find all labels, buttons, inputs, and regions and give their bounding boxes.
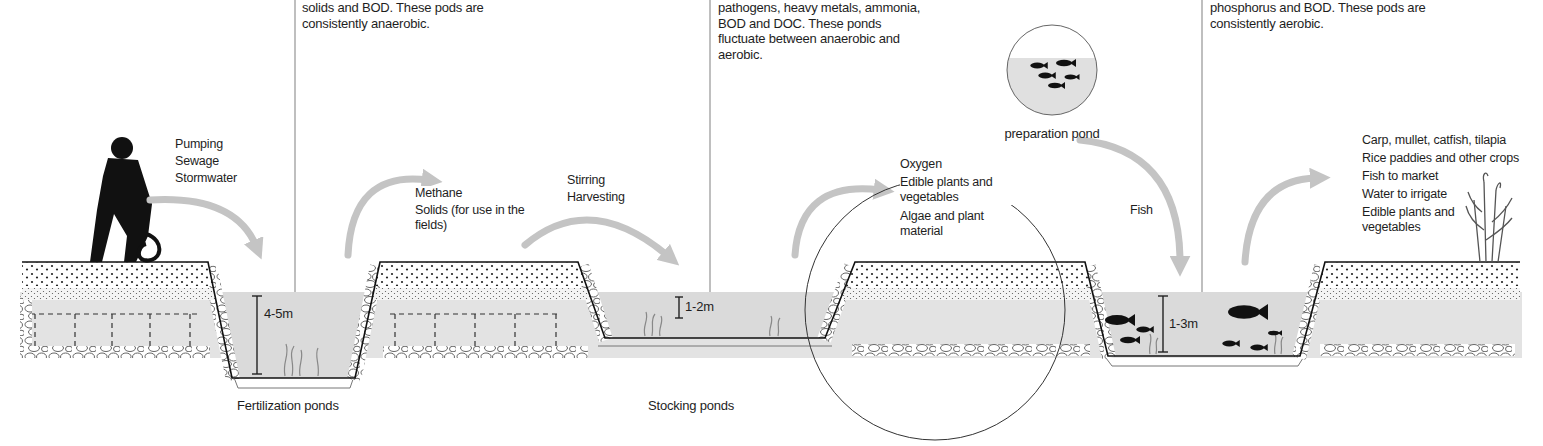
flow-arrows — [525, 220, 668, 256]
water-plants — [1275, 334, 1283, 354]
input-label: Pumping — [175, 137, 223, 152]
rock-bands — [852, 344, 1090, 356]
product-label: Water to irrigate — [1362, 187, 1447, 202]
product-label: Fish to market — [1362, 169, 1438, 184]
fish-symbols — [1105, 314, 1135, 326]
leader-lines — [295, 0, 1202, 292]
person-silhouette — [139, 234, 159, 260]
fish-symbols — [1268, 330, 1282, 336]
pond-name: preparation pond — [1000, 126, 1104, 141]
person-silhouette — [111, 137, 133, 159]
fish-symbol — [1030, 62, 1048, 69]
pond-note: phosphorus and BOD. These pods are consi… — [1210, 0, 1445, 31]
rock-bands — [26, 266, 1515, 380]
flow-arrows — [1245, 178, 1316, 262]
output-label: Methane — [415, 186, 462, 201]
pond-name: Fertilization ponds — [237, 398, 339, 414]
dimension-markers — [252, 296, 1168, 374]
input-label: Stormwater — [175, 171, 237, 186]
water-band — [1097, 292, 1313, 356]
fish-symbols — [1136, 326, 1154, 333]
dimension-markers — [1158, 351, 1168, 352]
focus-circle — [805, 180, 1065, 440]
soil-layers — [375, 262, 587, 286]
pond-note: pathogens, heavy metals, ammonia, BOD an… — [718, 0, 923, 62]
rock-bands — [1089, 266, 1109, 358]
dimension-markers — [678, 297, 679, 318]
rock-bands — [20, 296, 32, 358]
ground-profile — [22, 262, 1520, 378]
pond-note: solids and BOD. These pods are consisten… — [302, 0, 517, 31]
input-label: Sewage — [175, 154, 219, 169]
dimension-markers — [252, 295, 262, 296]
output-label: Edible plants and vegetables — [900, 175, 1012, 205]
rice-plant — [1466, 173, 1512, 262]
fish-symbol — [1048, 82, 1065, 89]
fish-symbol — [1038, 72, 1056, 79]
dimension-markers — [675, 296, 683, 297]
output-label: Algae and plant material — [900, 209, 1000, 239]
flow-arrows — [150, 200, 256, 246]
fish-symbols — [1222, 340, 1240, 347]
pond-name: Stocking ponds — [648, 398, 734, 414]
output-label: Solids (for use in the fields) — [415, 203, 527, 233]
fish-symbols — [1250, 344, 1268, 351]
dimension-markers — [256, 296, 257, 374]
water-band — [20, 292, 1522, 378]
dimension-markers — [252, 373, 262, 374]
product-label: Carp, mullet, catfish, tilapia — [1362, 133, 1506, 148]
dimension-markers — [675, 317, 683, 318]
rock-bands — [1320, 344, 1515, 356]
product-label: Rice paddies and other crops — [1362, 151, 1519, 166]
pond-circle: preparation pond — [1000, 20, 1104, 141]
soil-layers — [22, 262, 213, 286]
depth-dimension: 1-2m — [685, 299, 714, 315]
rock-bands — [1299, 266, 1321, 358]
fish-symbol — [1065, 74, 1080, 80]
dimension-markers — [1162, 296, 1163, 352]
rice-plant — [1466, 192, 1512, 240]
lower-ground-lines — [216, 330, 370, 388]
rice-plant — [1483, 173, 1500, 190]
soil-layers — [22, 262, 1520, 300]
leader-lines — [1201, 0, 1203, 292]
dimension-markers — [1158, 295, 1168, 296]
process-label: Harvesting — [567, 190, 625, 205]
fish-symbols — [1228, 304, 1268, 320]
water-plants — [770, 316, 780, 336]
leader-lines — [294, 0, 296, 292]
rock-bands — [383, 346, 588, 358]
leader-lines — [709, 0, 711, 292]
soil-layers — [22, 288, 216, 300]
pond-circle-outline — [1000, 20, 1104, 120]
depth-dimension: 1-3m — [1169, 316, 1198, 332]
rice-plant — [1474, 182, 1506, 262]
lower-ground-lines — [598, 346, 832, 347]
depth-dimension: 4-5m — [264, 306, 293, 322]
product-label: Edible plants and vegetables — [1362, 205, 1457, 235]
water-plants — [284, 312, 1283, 376]
output-label: Oxygen — [900, 157, 942, 172]
rock-bands — [30, 346, 210, 358]
input-label: Fish — [1130, 203, 1153, 218]
flow-arrows — [1080, 140, 1180, 262]
water-plants — [1150, 334, 1158, 354]
water-plants — [644, 312, 662, 336]
lower-ground-lines — [1100, 350, 1308, 366]
soil-layers — [843, 288, 1094, 300]
fish-symbols — [1105, 304, 1282, 351]
fish-symbols — [1120, 336, 1140, 344]
fish-symbol — [1056, 59, 1076, 67]
process-label: Stirring — [567, 173, 605, 188]
soil-layers — [1319, 262, 1520, 286]
soil-layers — [1316, 288, 1520, 300]
pond-outline — [1007, 25, 1097, 115]
soil-layers — [846, 262, 1091, 286]
pond-water — [1000, 58, 1104, 120]
flow-arrows — [150, 140, 1316, 262]
water-plants — [284, 344, 318, 376]
soil-layers — [372, 288, 591, 300]
